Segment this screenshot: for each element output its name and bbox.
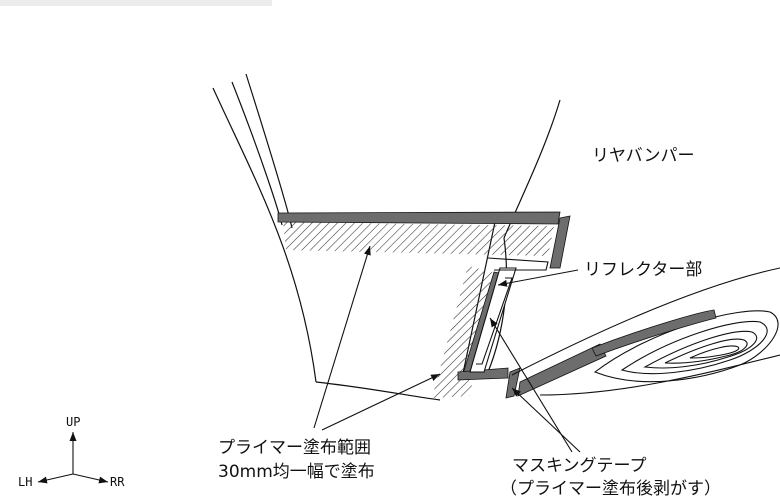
reflector-label: リフレクター部 bbox=[584, 260, 703, 280]
bumper-left-inner-curve bbox=[245, 73, 293, 229]
masking-tape-lower-ramp bbox=[517, 343, 607, 397]
axis-indicator bbox=[37, 432, 109, 484]
axis-rr-label: RR bbox=[110, 475, 125, 489]
masking-tape-label-line2: （プライマー塗布後剥がす） bbox=[500, 479, 721, 499]
bumper-bottom-edge bbox=[315, 381, 441, 401]
bumper-left-outer-curve bbox=[212, 87, 317, 383]
lamp-lens bbox=[511, 267, 780, 396]
lamp-lens-accent bbox=[591, 309, 717, 357]
bumper-left-inner-curve-2 bbox=[231, 81, 283, 226]
primer-arrow-top bbox=[313, 245, 371, 429]
masking-tape-top bbox=[277, 211, 561, 225]
primer-area-side bbox=[432, 266, 492, 398]
masking-tape-label-line1: マスキングテープ bbox=[512, 456, 647, 476]
reflector-arrow bbox=[497, 269, 579, 287]
rear-bumper-label: リヤバンパー bbox=[592, 146, 695, 166]
primer-label-line2: 30mm均一幅で塗布 bbox=[218, 462, 375, 482]
primer-area-top bbox=[283, 222, 554, 256]
masking-arrow-2 bbox=[511, 387, 581, 453]
masking-arrow-1 bbox=[489, 317, 573, 453]
axis-lh-line bbox=[37, 473, 74, 484]
axis-rr-line bbox=[72, 473, 109, 484]
callout-arrows bbox=[313, 245, 581, 453]
masking-tape-right-vertical bbox=[549, 215, 571, 269]
bumper-right-outer-curve bbox=[503, 99, 561, 239]
top-bar bbox=[0, 0, 272, 6]
primer-label-line1: プライマー塗布範囲 bbox=[218, 438, 371, 458]
axis-lh-label: LH bbox=[18, 475, 33, 489]
primer-arrow-side bbox=[321, 373, 441, 431]
axis-up-label: UP bbox=[66, 415, 81, 429]
